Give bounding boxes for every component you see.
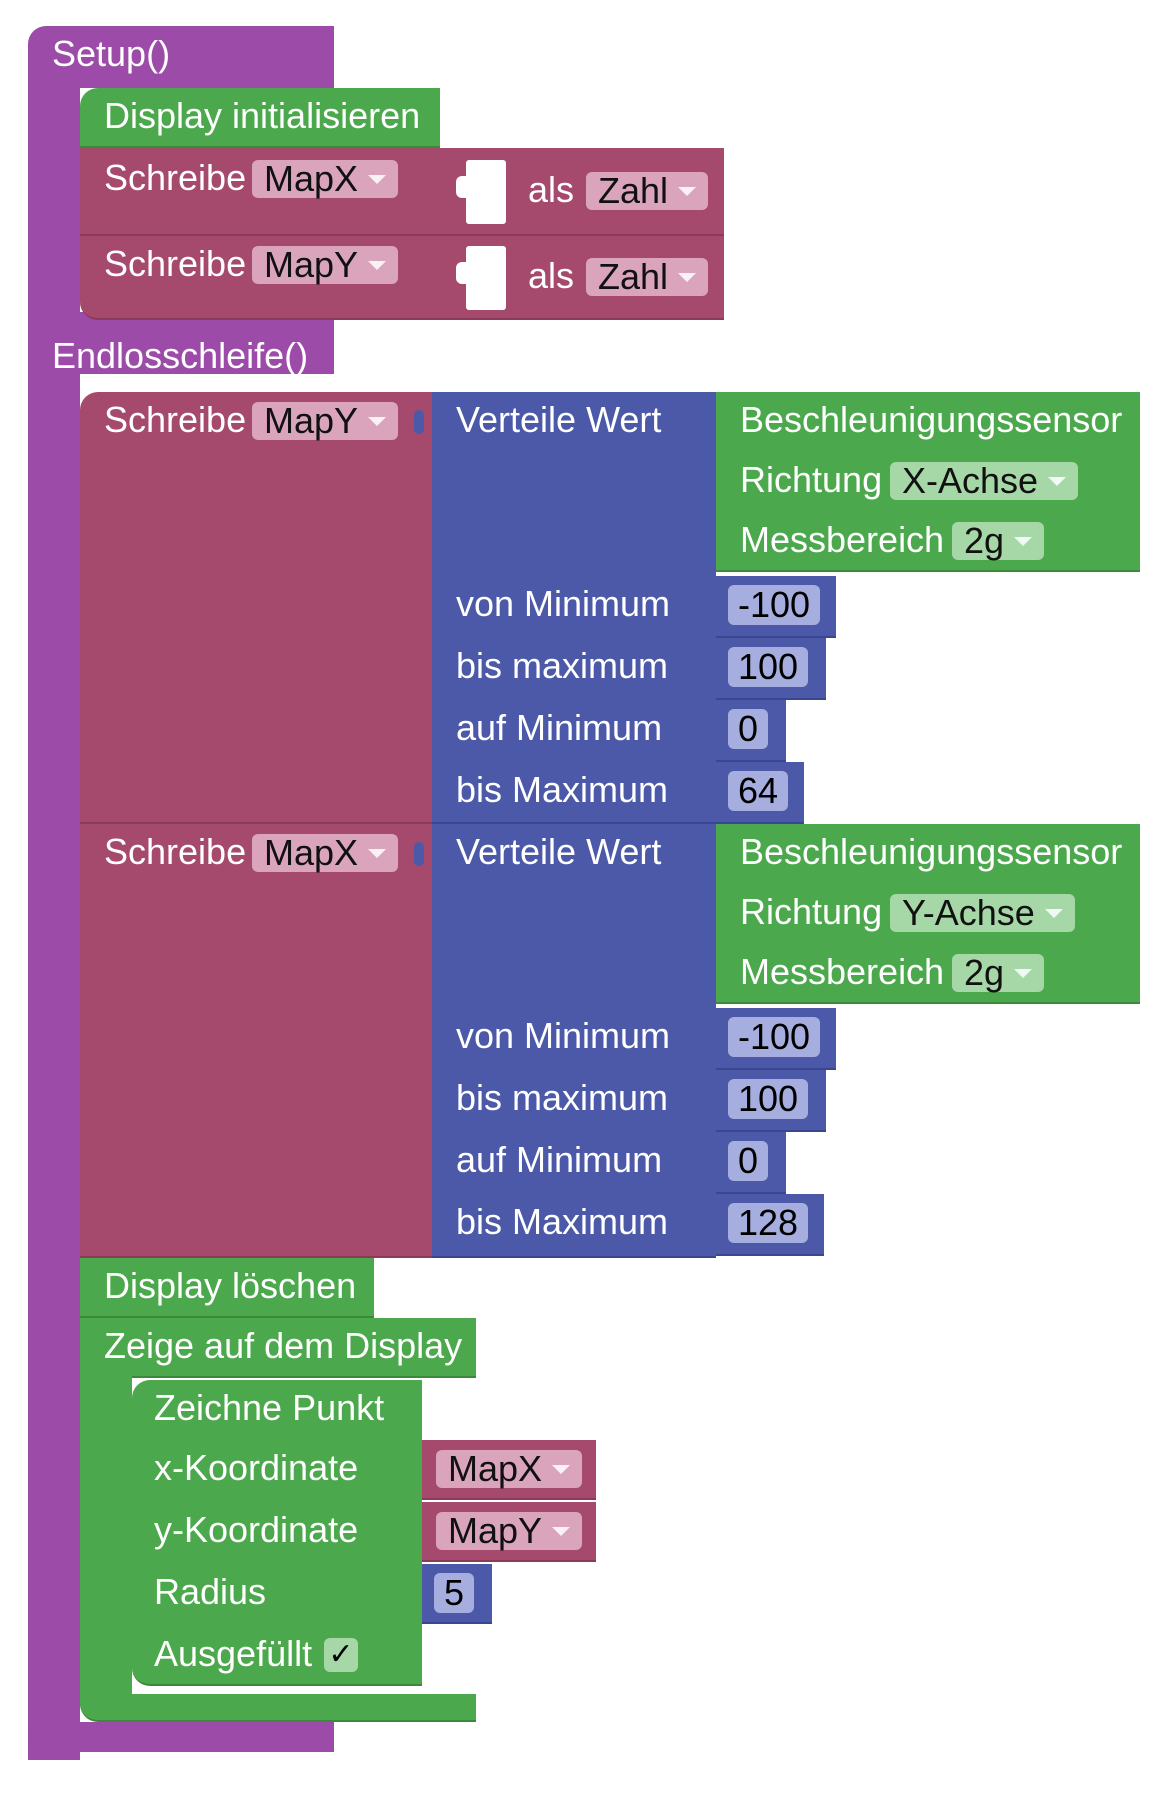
map2-label: Verteile Wert — [456, 831, 662, 872]
variable-dropdown-mapx[interactable]: MapX — [252, 160, 399, 198]
sensor1-range-label: Messbereich — [740, 519, 945, 560]
write-map2-block[interactable] — [80, 824, 432, 1258]
write-map1-label: Schreibe — [104, 399, 247, 440]
radius-label: Radius — [154, 1571, 267, 1612]
filled-checkbox[interactable]: ✓ — [324, 1638, 358, 1672]
empty-value-slot-2[interactable] — [456, 246, 506, 310]
sensor2-direction-label: Richtung — [740, 891, 883, 932]
setup-label: Setup() — [52, 33, 171, 74]
as-label-2: als — [528, 255, 575, 296]
empty-value-slot[interactable] — [456, 160, 506, 224]
variable-dropdown-map2[interactable]: MapX — [252, 834, 399, 872]
radius-value[interactable]: 5 — [434, 1573, 475, 1613]
draw-point-block[interactable] — [132, 1380, 422, 1686]
map1-to-max-value[interactable]: 64 — [728, 771, 789, 811]
x-coord-var-dropdown[interactable]: MapX — [436, 1450, 583, 1488]
filled-label: Ausgefüllt — [154, 1633, 313, 1674]
y-coord-label: y-Koordinate — [154, 1509, 359, 1550]
write-map2-label: Schreibe — [104, 831, 247, 872]
map1-from-max-value[interactable]: 100 — [728, 647, 809, 687]
type-dropdown-number[interactable]: Zahl — [586, 172, 709, 210]
map1-from-min-label: von Minimum — [456, 583, 671, 624]
map2-from-min-value[interactable]: -100 — [728, 1017, 821, 1057]
as-label: als — [528, 169, 575, 210]
display-show-block[interactable] — [80, 1318, 476, 1378]
sensor1-label: Beschleunigungssensor — [740, 399, 1123, 440]
map2-from-max-label: bis maximum — [456, 1077, 669, 1118]
map1-from-max-label: bis maximum — [456, 645, 669, 686]
map-value-block-2[interactable] — [432, 824, 716, 1258]
display-clear-label: Display löschen — [104, 1265, 357, 1306]
map2-to-min-value[interactable]: 0 — [728, 1141, 769, 1181]
map1-input-connector — [414, 410, 424, 434]
sensor2-label: Beschleunigungssensor — [740, 831, 1123, 872]
map2-to-max-label: bis Maximum — [456, 1201, 669, 1242]
variable-dropdown-mapy[interactable]: MapY — [252, 246, 399, 284]
display-init-label: Display initialisieren — [104, 95, 421, 136]
range-dropdown-2[interactable]: 2g — [952, 954, 1045, 992]
map1-from-min-value[interactable]: -100 — [728, 585, 821, 625]
map1-label: Verteile Wert — [456, 399, 662, 440]
display-show-spine — [80, 1376, 132, 1706]
display-show-label: Zeige auf dem Display — [104, 1325, 463, 1366]
setup-block[interactable] — [28, 26, 334, 88]
map2-from-max-value[interactable]: 100 — [728, 1079, 809, 1119]
display-init-block[interactable] — [80, 88, 440, 148]
variable-dropdown-map1[interactable]: MapY — [252, 402, 399, 440]
sensor1-direction-label: Richtung — [740, 459, 883, 500]
range-dropdown-1[interactable]: 2g — [952, 522, 1045, 560]
map1-to-max-label: bis Maximum — [456, 769, 669, 810]
type-dropdown-number-2[interactable]: Zahl — [586, 258, 709, 296]
write-mapy-label: Schreibe — [104, 243, 247, 284]
map1-to-min-value[interactable]: 0 — [728, 709, 769, 749]
y-coord-var-dropdown[interactable]: MapY — [436, 1512, 583, 1550]
map1-to-min-label: auf Minimum — [456, 707, 663, 748]
loop-label: Endlosschleife() — [52, 335, 309, 376]
sensor2-range-label: Messbereich — [740, 951, 945, 992]
procedure-footer — [28, 1722, 334, 1752]
map2-to-min-label: auf Minimum — [456, 1139, 663, 1180]
write-mapx-label: Schreibe — [104, 157, 247, 198]
map2-from-min-label: von Minimum — [456, 1015, 671, 1056]
direction-dropdown-1[interactable]: X-Achse — [890, 462, 1079, 500]
display-clear-block[interactable] — [80, 1258, 374, 1318]
draw-point-label: Zeichne Punkt — [154, 1387, 385, 1428]
display-show-footer — [80, 1694, 476, 1722]
direction-dropdown-2[interactable]: Y-Achse — [890, 894, 1075, 932]
x-coord-label: x-Koordinate — [154, 1447, 359, 1488]
map-value-block-1[interactable] — [432, 392, 716, 824]
setup-footer — [28, 312, 334, 374]
write-map1-block[interactable] — [80, 392, 432, 824]
map2-input-connector — [414, 842, 424, 866]
map2-to-max-value[interactable]: 128 — [728, 1203, 809, 1243]
